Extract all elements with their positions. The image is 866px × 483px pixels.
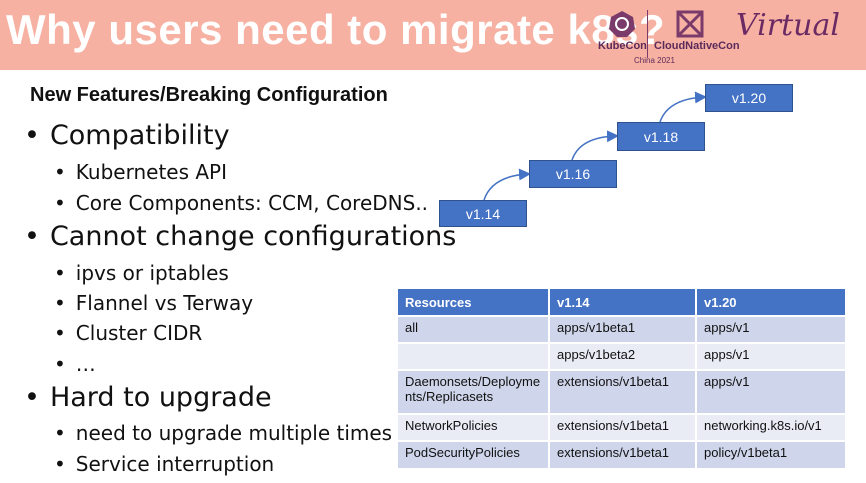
cloudnativecon-label: CloudNativeCon	[654, 40, 740, 52]
bullet-hard-upgrade: Hard to upgrade	[24, 382, 272, 413]
region-label: China 2021	[634, 56, 675, 65]
arrow-3-icon	[659, 91, 707, 123]
bullet-ipvs: ipvs or iptables	[54, 261, 229, 285]
header-resources: Resources	[398, 289, 550, 316]
bullet-cannot-change: Cannot change configurations	[24, 221, 456, 252]
table-cell	[398, 342, 550, 370]
bullet-core-components: Core Components: CCM, CoreDNS..	[54, 191, 428, 215]
table-row: PodSecurityPolicies extensions/v1beta1 p…	[398, 440, 845, 468]
table-cell: apps/v1	[696, 369, 845, 414]
kubecon-logo-icon	[609, 11, 635, 37]
table-cell: apps/v1	[696, 315, 845, 343]
table-cell: PodSecurityPolicies	[398, 440, 550, 468]
header-v1-20: v1.20	[696, 289, 845, 316]
table-cell: all	[398, 315, 550, 343]
bullet-multiple-times: need to upgrade multiple times	[54, 421, 392, 445]
version-box-v1-14: v1.14	[439, 200, 527, 227]
version-box-v1-16: v1.16	[529, 160, 617, 188]
bullet-compatibility: Compatibility	[24, 120, 230, 151]
cloudnativecon-logo-icon	[676, 10, 704, 38]
table-cell: apps/v1	[696, 342, 845, 370]
arrow-2-icon	[571, 130, 619, 161]
table-cell: extensions/v1beta1	[549, 413, 697, 441]
version-box-v1-20: v1.20	[705, 84, 793, 112]
table-cell: policy/v1beta1	[696, 440, 845, 468]
kubecon-label: KubeCon	[598, 40, 647, 52]
slide-title: Why users need to migrate k8s?	[6, 6, 666, 53]
table-cell: NetworkPolicies	[398, 413, 550, 441]
slide-subtitle: New Features/Breaking Configuration	[30, 84, 388, 106]
virtual-label: Virtual	[736, 8, 840, 43]
bullet-kubernetes-api: Kubernetes API	[54, 160, 227, 184]
table-cell: apps/v1beta1	[549, 315, 697, 343]
bullet-interruption: Service interruption	[54, 452, 274, 476]
table-cell: Daemonsets/Deployments/Replicasets	[398, 369, 550, 414]
table-header-row: Resources v1.14 v1.20	[398, 289, 845, 316]
table-cell: apps/v1beta2	[549, 342, 697, 370]
header-v1-14: v1.14	[549, 289, 697, 316]
table-cell: networking.k8s.io/v1	[696, 413, 845, 441]
bullet-cluster-cidr: Cluster CIDR	[54, 321, 203, 345]
arrow-1-icon	[483, 168, 531, 201]
conference-branding: KubeCon CloudNativeCon China 2021 Virtua…	[590, 6, 860, 66]
table-cell: extensions/v1beta1	[549, 369, 697, 414]
bullet-ellipsis: …	[54, 352, 96, 376]
bullet-flannel: Flannel vs Terway	[54, 291, 253, 315]
brand-divider	[647, 10, 648, 58]
table-row: Daemonsets/Deployments/Replicasets exten…	[398, 369, 845, 414]
title-banner	[0, 0, 866, 70]
table-cell: extensions/v1beta1	[549, 440, 697, 468]
version-box-v1-18: v1.18	[617, 122, 705, 151]
table-row: apps/v1beta2 apps/v1	[398, 342, 845, 370]
table-row: all apps/v1beta1 apps/v1	[398, 315, 845, 343]
resources-table: Resources v1.14 v1.20 all apps/v1beta1 a…	[398, 289, 845, 468]
table-row: NetworkPolicies extensions/v1beta1 netwo…	[398, 413, 845, 441]
